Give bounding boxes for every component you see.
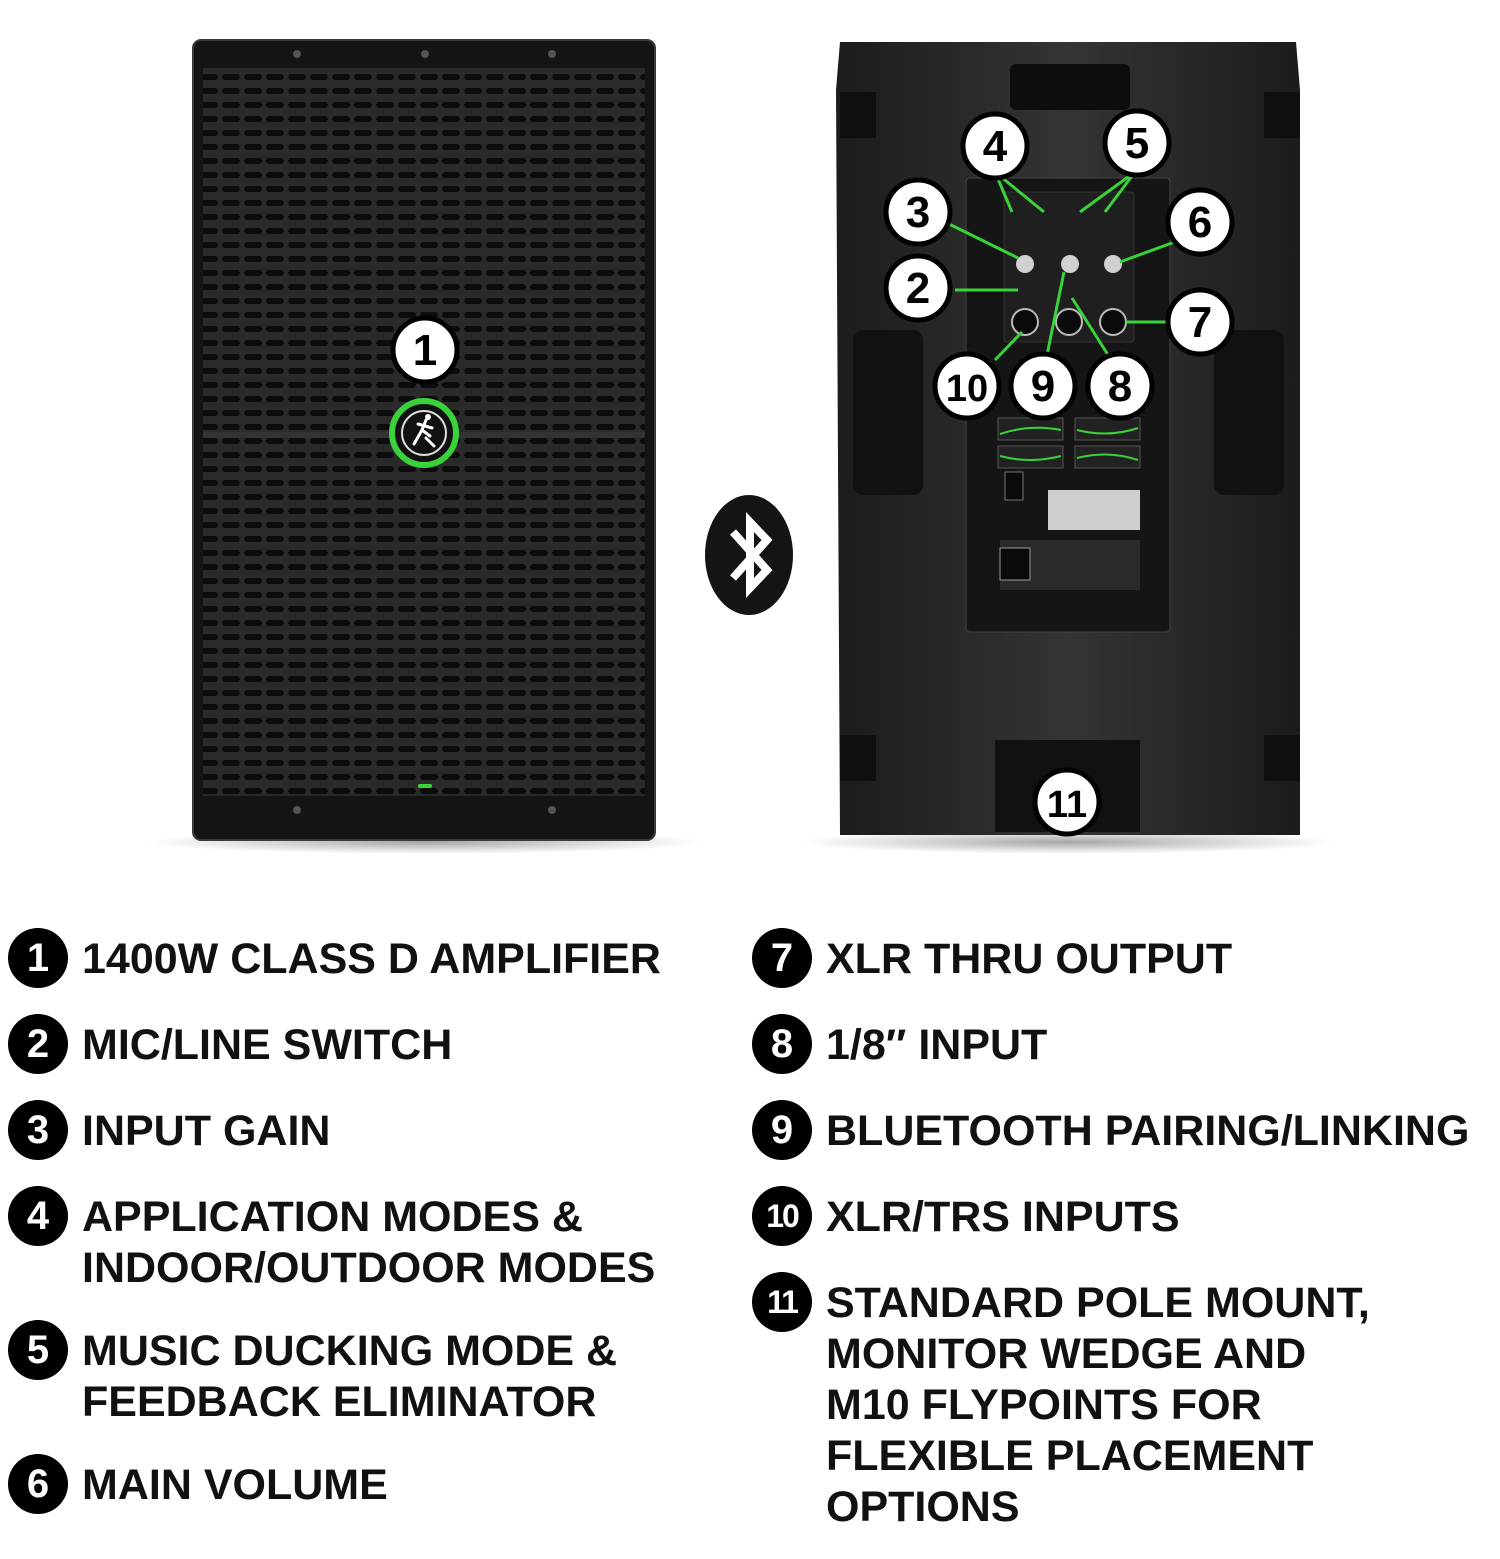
callout-5: 5 <box>1102 108 1172 178</box>
legend-item: 2 MIC/LINE SWITCH <box>8 1014 738 1074</box>
legend-number-badge: 6 <box>8 1454 68 1514</box>
legend-right-column: 7 XLR THRU OUTPUT 8 1/8″ INPUT 9 BLUETOOTH PA… <box>752 928 1500 1559</box>
callout-number: 9 <box>1031 362 1055 411</box>
legend-number-badge: 8 <box>752 1014 812 1074</box>
brand-logo <box>389 398 459 468</box>
legend-item: 6 MAIN VOLUME <box>8 1454 738 1514</box>
callout-8: 8 <box>1085 351 1155 421</box>
legend-number-badge: 11 <box>752 1272 812 1332</box>
legend-number-badge: 5 <box>8 1320 68 1380</box>
legend-item: 10 XLR/TRS INPUTS <box>752 1186 1500 1246</box>
legend-left-column: 1 1400W CLASS D AMPLIFIER 2 MIC/LINE SWITCH… <box>8 928 738 1540</box>
legend-item-text: 1400W CLASS D AMPLIFIER <box>82 935 661 983</box>
legend-item: 8 1/8″ INPUT <box>752 1014 1500 1074</box>
legend-item-text: MUSIC DUCKING MODE & FEEDBACK ELIMINATOR <box>82 1327 618 1426</box>
callout-number: 11 <box>1047 784 1087 826</box>
legend-item-text: INPUT GAIN <box>82 1107 331 1155</box>
callout-11: 11 <box>1032 767 1102 837</box>
legend-item-text: MIC/LINE SWITCH <box>82 1021 453 1069</box>
callout-9: 9 <box>1008 351 1078 421</box>
callout-number: 7 <box>1188 298 1212 347</box>
legend-item: 9 BLUETOOTH PAIRING/LINKING <box>752 1100 1500 1160</box>
legend-number-badge: 1 <box>8 928 68 988</box>
callout-1: 1 <box>390 315 460 385</box>
callout-number: 4 <box>983 122 1008 171</box>
legend-item-text: APPLICATION MODES & INDOOR/OUTDOOR MODES <box>82 1193 656 1292</box>
legend-item: 3 INPUT GAIN <box>8 1100 738 1160</box>
power-led <box>418 784 432 788</box>
callout-number: 5 <box>1125 119 1149 168</box>
callout-10: 10 <box>932 351 1002 421</box>
legend-item-text: MAIN VOLUME <box>82 1461 388 1509</box>
callout-number: 6 <box>1188 198 1212 247</box>
legend-item-text: BLUETOOTH PAIRING/LINKING <box>826 1107 1470 1155</box>
callout-7: 7 <box>1165 287 1235 357</box>
legend-item: 1 1400W CLASS D AMPLIFIER <box>8 928 738 988</box>
callout-number: 2 <box>906 264 930 313</box>
bluetooth-icon <box>705 495 793 615</box>
callout-6: 6 <box>1165 187 1235 257</box>
product-image-area: 1 4 5 3 6 2 7 10 9 8 11 <box>145 39 1338 854</box>
legend-number-badge: 9 <box>752 1100 812 1160</box>
legend-item-text: STANDARD POLE MOUNT, MONITOR WEDGE AND M… <box>826 1279 1370 1531</box>
front-speaker <box>145 39 705 854</box>
callout-3: 3 <box>883 177 953 247</box>
callout-number: 8 <box>1108 362 1132 411</box>
rear-speaker <box>798 42 1338 854</box>
callout-number: 10 <box>946 368 988 410</box>
legend-number-badge: 10 <box>752 1186 812 1246</box>
legend-item: 7 XLR THRU OUTPUT <box>752 928 1500 988</box>
callout-4: 4 <box>960 111 1030 181</box>
callout-number: 3 <box>906 188 930 237</box>
legend-number-badge: 2 <box>8 1014 68 1074</box>
legend-number-badge: 3 <box>8 1100 68 1160</box>
legend-number-badge: 4 <box>8 1186 68 1246</box>
legend-item-text: XLR/TRS INPUTS <box>826 1193 1180 1241</box>
legend-item-text: XLR THRU OUTPUT <box>826 935 1233 983</box>
callout-2: 2 <box>883 253 953 323</box>
legend-item-text: 1/8″ INPUT <box>826 1021 1048 1069</box>
legend-number-badge: 7 <box>752 928 812 988</box>
callout-number: 1 <box>413 326 437 375</box>
